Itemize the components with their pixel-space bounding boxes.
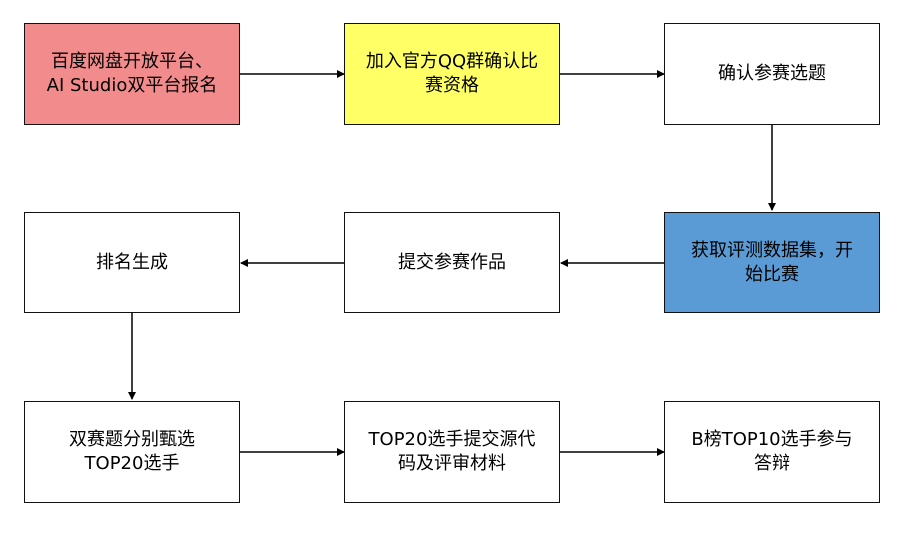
node-top10-defense: B榜TOP10选手参与 答辩 [664, 401, 880, 503]
node-top10-defense-label: B榜TOP10选手参与 答辩 [691, 429, 853, 474]
node-get-dataset-label: 获取评测数据集，开 始比赛 [691, 239, 853, 285]
node-select-top20: 双赛题分别甄选 TOP20选手 [24, 401, 240, 503]
node-join-qq-group: 加入官方QQ群确认比 赛资格 [344, 23, 560, 125]
node-top20-submit-code-label: TOP20选手提交源代 码及评审材料 [368, 429, 536, 474]
node-confirm-topic: 确认参赛选题 [664, 23, 880, 125]
node-registration: 百度网盘开放平台、 AI Studio双平台报名 [24, 23, 240, 125]
node-select-top20-label: 双赛题分别甄选 TOP20选手 [69, 429, 195, 474]
node-ranking: 排名生成 [24, 212, 240, 313]
node-ranking-label: 排名生成 [96, 251, 168, 273]
node-confirm-topic-label: 确认参赛选题 [718, 63, 826, 84]
node-get-dataset: 获取评测数据集，开 始比赛 [664, 212, 880, 313]
node-submit-work: 提交参赛作品 [344, 212, 560, 313]
node-join-qq-group-label: 加入官方QQ群确认比 赛资格 [365, 51, 539, 96]
node-submit-work-label: 提交参赛作品 [398, 251, 506, 273]
node-top20-submit-code: TOP20选手提交源代 码及评审材料 [344, 401, 560, 503]
node-registration-label: 百度网盘开放平台、 AI Studio双平台报名 [46, 51, 218, 96]
